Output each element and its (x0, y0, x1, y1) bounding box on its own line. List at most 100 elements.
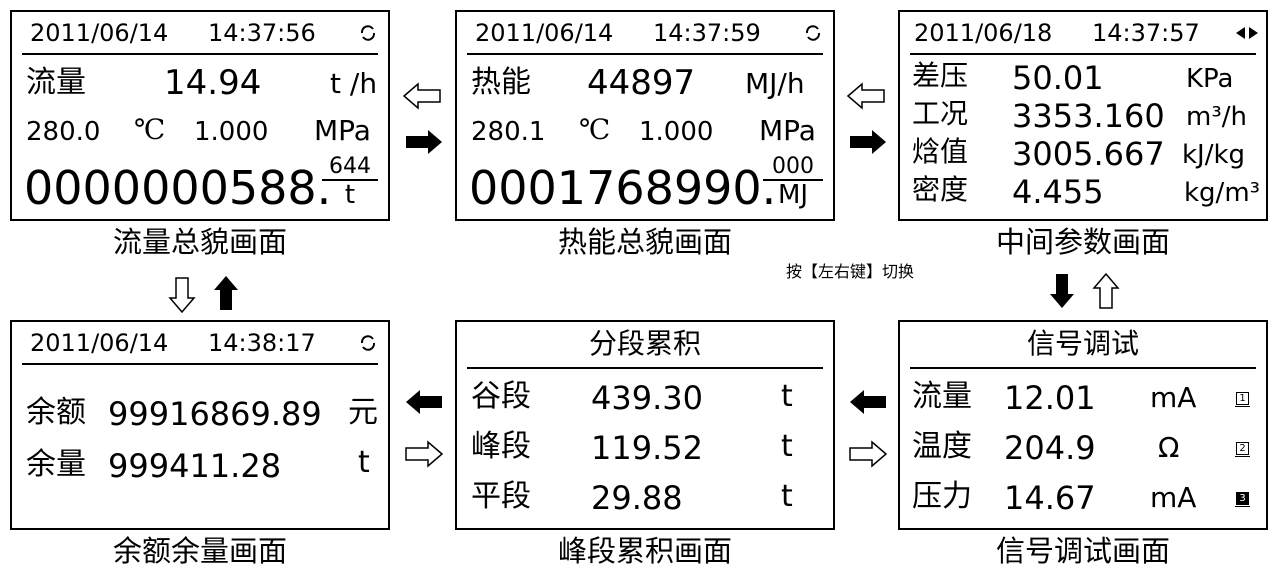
balance-panel: 2011/06/14 14:38:17 余额 99916869.89 元 余量 … (10, 320, 390, 530)
density-value: 4.455 (1012, 173, 1104, 211)
signal-caption: 信号调试画面 (995, 534, 1170, 568)
channel-indicator-active: 3 (1235, 492, 1250, 507)
date: 2011/06/14 (30, 329, 169, 357)
flow-label: 流量 (26, 65, 86, 100)
refresh-icon (805, 25, 821, 41)
total-value: 0000000588. (24, 161, 332, 215)
signal-temperature-value: 204.9 (1004, 429, 1096, 467)
flow-value: 14.94 (164, 63, 262, 103)
total-fraction: 000 MJ (763, 156, 823, 208)
balance-amount-value: 99916869.89 (108, 395, 322, 433)
refresh-icon (360, 25, 376, 41)
operating-flow-value: 3353.160 (1012, 97, 1165, 135)
arrow-left-solid-icon (850, 390, 886, 414)
heat-value: 44897 (587, 63, 696, 103)
arrow-right-solid-icon (406, 130, 442, 154)
header-divider (22, 53, 378, 55)
signal-pressure-unit: mA (1150, 481, 1197, 514)
time: 14:37:59 (653, 19, 761, 47)
channel-number: 2 (1239, 443, 1246, 454)
header-divider (910, 367, 1256, 369)
fraction-unit: MJ (777, 180, 809, 210)
flow-unit: t /h (330, 67, 378, 100)
arrow-down-outline-icon (168, 277, 196, 314)
temperature-value: 280.1 (471, 117, 546, 147)
pressure-unit: MPa (314, 114, 371, 147)
arrow-right-outline-icon (849, 440, 888, 468)
intermediate-panel: 2011/06/18 14:37:57 差压 50.01 KPa 工况 3353… (898, 10, 1268, 221)
intermediate-caption: 中间参数画面 (995, 225, 1170, 259)
flow-total-caption: 流量总貌画面 (112, 225, 287, 259)
fraction-unit: t (344, 180, 356, 210)
signal-flow-unit: mA (1150, 381, 1197, 414)
valley-unit: t (781, 379, 793, 414)
valley-value: 439.30 (591, 379, 703, 417)
density-label: 密度 (912, 173, 969, 206)
balance-quantity-unit: t (358, 445, 370, 480)
signal-flow-label: 流量 (912, 379, 972, 414)
header-divider (910, 53, 1256, 55)
period-title: 分段累积 (588, 327, 701, 360)
heat-total-caption: 热能总貌画面 (557, 225, 732, 259)
date: 2011/06/18 (914, 19, 1053, 47)
balance-amount-label: 余额 (26, 395, 86, 430)
channel-indicator: 1 (1235, 392, 1250, 407)
channel-indicator: 2 (1235, 442, 1250, 457)
enthalpy-label: 焓值 (912, 135, 969, 168)
arrow-left-outline-icon (846, 82, 885, 110)
flow-total-panel: 2011/06/14 14:37:56 流量 14.94 t /h 280.0 … (10, 10, 390, 221)
peak-value: 119.52 (591, 429, 703, 467)
heat-label: 热能 (471, 65, 531, 100)
pressure-value: 1.000 (194, 117, 269, 147)
pressure-value: 1.000 (639, 117, 714, 147)
signal-pressure-value: 14.67 (1004, 479, 1096, 517)
temperature-unit: ℃ (134, 113, 166, 146)
signal-flow-value: 12.01 (1004, 379, 1096, 417)
peak-unit: t (781, 429, 793, 464)
header-divider (467, 53, 823, 55)
signal-panel: 信号调试 流量 12.01 mA 1 温度 204.9 Ω 2 压力 14.67… (898, 320, 1268, 530)
signal-title: 信号调试 (1026, 327, 1139, 360)
period-caption: 峰段累积画面 (557, 534, 732, 568)
signal-temperature-label: 温度 (912, 429, 972, 464)
valley-label: 谷段 (471, 379, 531, 414)
pressure-unit: MPa (759, 114, 816, 147)
heat-unit: MJ/h (745, 67, 805, 100)
peak-label: 峰段 (471, 429, 531, 464)
operating-flow-label: 工况 (912, 97, 969, 130)
flat-unit: t (781, 479, 793, 514)
arrow-right-outline-icon (405, 440, 444, 468)
time: 14:37:57 (1092, 19, 1200, 47)
arrow-left-solid-icon (406, 390, 442, 414)
arrow-down-solid-icon (1050, 274, 1074, 308)
time: 14:38:17 (208, 329, 316, 357)
arrow-up-solid-icon (214, 276, 238, 310)
total-value: 0001768990. (469, 161, 777, 215)
balance-amount-unit: 元 (348, 395, 378, 430)
heat-total-panel: 2011/06/14 14:37:59 热能 44897 MJ/h 280.1 … (455, 10, 835, 221)
enthalpy-unit: kJ/kg (1182, 140, 1246, 170)
date: 2011/06/14 (475, 19, 614, 47)
arrow-right-solid-icon (850, 130, 886, 154)
flat-value: 29.88 (591, 479, 683, 517)
fraction-digits: 000 (772, 154, 814, 179)
date: 2011/06/14 (30, 19, 169, 47)
density-unit: kg/m³ (1184, 178, 1261, 208)
diff-pressure-unit: KPa (1186, 64, 1234, 94)
switch-keys-note: 按【左右键】切换 (786, 262, 915, 281)
period-panel: 分段累积 谷段 439.30 t 峰段 119.52 t 平段 29.88 t (455, 320, 835, 530)
header-divider (467, 367, 823, 369)
balance-quantity-value: 999411.28 (108, 447, 282, 485)
arrow-up-outline-icon (1092, 272, 1120, 309)
balance-caption: 余额余量画面 (112, 534, 287, 568)
signal-pressure-label: 压力 (912, 479, 972, 514)
fraction-digits: 644 (329, 154, 371, 179)
diff-pressure-value: 50.01 (1012, 59, 1104, 97)
header-divider (22, 363, 378, 365)
refresh-icon (360, 335, 376, 351)
enthalpy-value: 3005.667 (1012, 135, 1165, 173)
flat-label: 平段 (471, 479, 531, 514)
operating-flow-unit: m³/h (1186, 102, 1247, 132)
arrow-left-outline-icon (402, 82, 441, 110)
temperature-unit: ℃ (579, 113, 611, 146)
